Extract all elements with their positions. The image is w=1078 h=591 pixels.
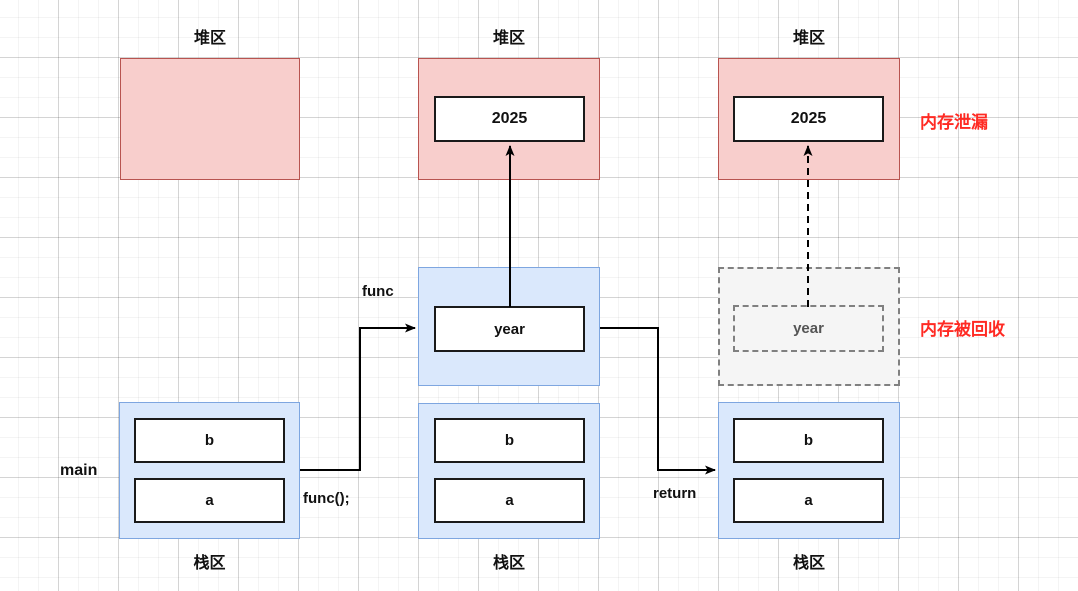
arrow-return bbox=[600, 327, 716, 475]
frame-name-main: main bbox=[60, 462, 98, 479]
note-memory-reclaimed: 内存被回收 bbox=[920, 319, 1005, 339]
freed-cell-year: year bbox=[733, 305, 884, 352]
stack-title-2: 栈区 bbox=[492, 555, 525, 572]
stack-cell-b-3: b bbox=[733, 418, 884, 463]
note-memory-leak: 内存泄漏 bbox=[920, 112, 988, 132]
stack-cell-a-2: a bbox=[434, 478, 585, 523]
stack-cell-b-2: b bbox=[434, 418, 585, 463]
stack-title-1: 栈区 bbox=[193, 555, 226, 572]
heap-title-1: 堆区 bbox=[193, 30, 226, 47]
heap-cell-2025-3: 2025 bbox=[733, 96, 884, 142]
frame-name-func: func bbox=[362, 282, 394, 300]
transition-label-return: return bbox=[653, 484, 697, 502]
heap-title-3: 堆区 bbox=[792, 30, 825, 47]
heap-title-2: 堆区 bbox=[492, 30, 525, 47]
stack-cell-b-1: b bbox=[134, 418, 285, 463]
stack-title-3: 栈区 bbox=[792, 555, 825, 572]
heap-region-1 bbox=[120, 58, 300, 180]
stack-cell-a-1: a bbox=[134, 478, 285, 523]
arrow-func-call bbox=[300, 323, 416, 471]
heap-cell-2025-2: 2025 bbox=[434, 96, 585, 142]
transition-label-func-call: func(); bbox=[303, 489, 350, 507]
stack-cell-a-3: a bbox=[733, 478, 884, 523]
